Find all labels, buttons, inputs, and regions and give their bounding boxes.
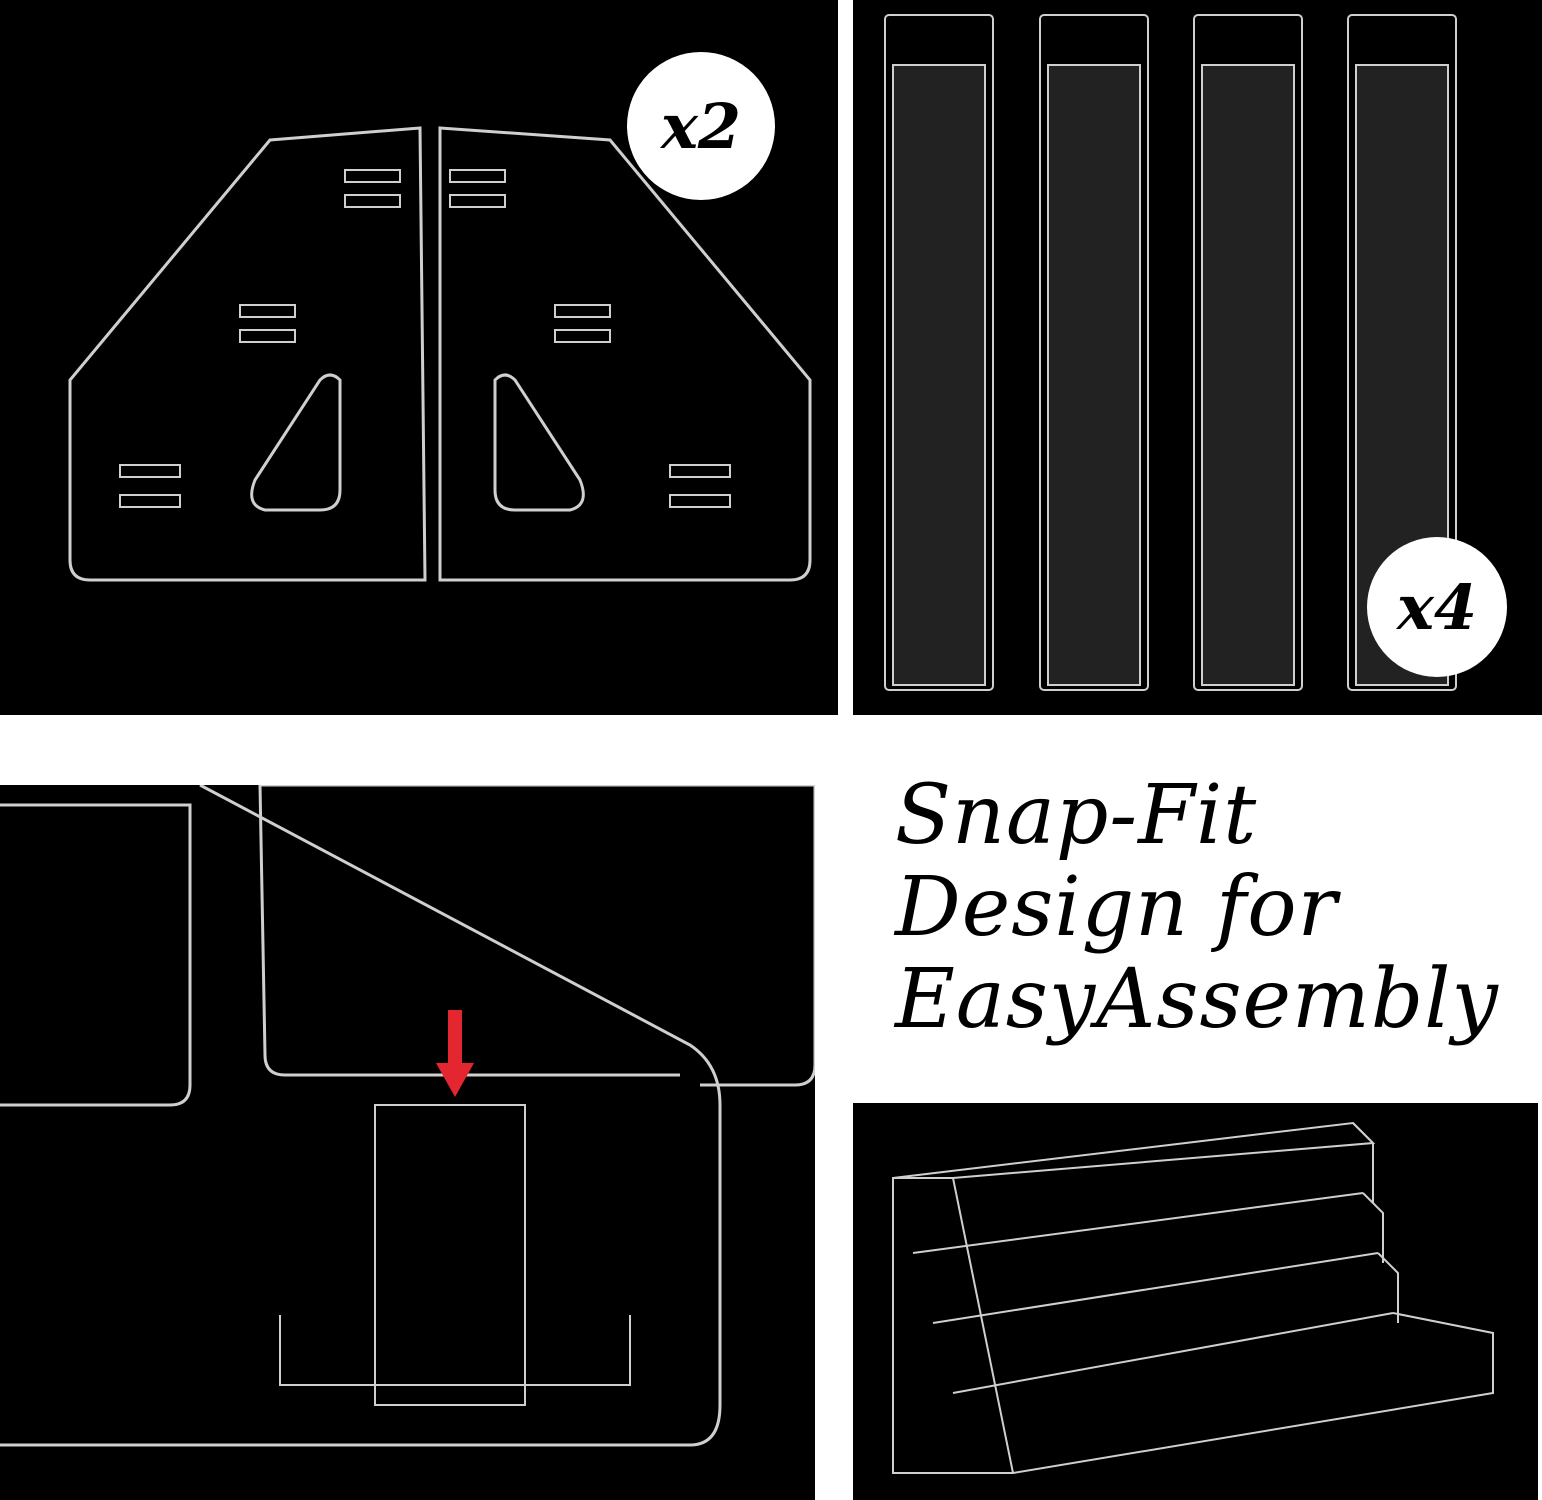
headline-line-2: Design for — [895, 860, 1338, 955]
quantity-badge-x4: x4 — [1367, 537, 1507, 677]
snap-fit-closeup-illustration — [0, 785, 815, 1447]
assembled-rack-photo — [853, 1103, 1538, 1500]
assembled-rack-illustration — [892, 1121, 1494, 1474]
quantity-badge-x2: x2 — [627, 52, 775, 200]
shelves-photo: x4 — [853, 0, 1542, 715]
down-arrow-icon — [436, 1063, 474, 1097]
headline: Snap-Fit Design for EasyAssembly — [895, 770, 1542, 1046]
headline-line-3: EasyAssembly — [895, 952, 1499, 1047]
side-panels-illustration — [68, 126, 812, 582]
snap-fit-closeup-photo — [0, 785, 815, 1500]
headline-line-1: Snap-Fit — [895, 768, 1258, 863]
side-panels-photo: x2 — [0, 0, 838, 715]
